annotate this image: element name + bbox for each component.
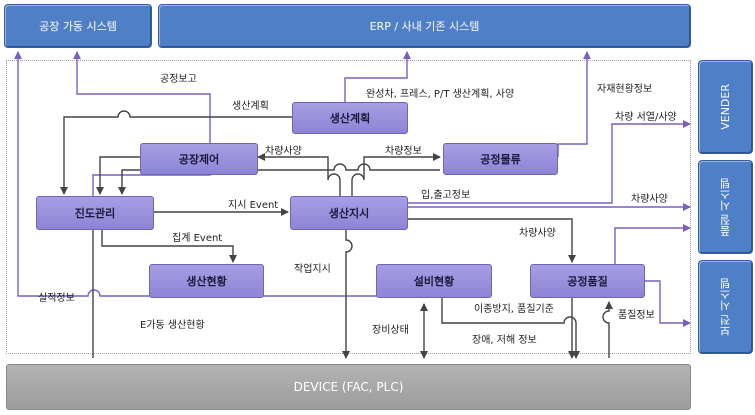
line-quality-to-quality-sys	[614, 224, 691, 266]
label-work-order: 작업지시	[294, 264, 331, 275]
line-failure-info	[441, 298, 580, 359]
line-process-report	[73, 51, 211, 212]
label-order-event: 지시 Event	[228, 200, 279, 211]
node-factory-control-label: 공장제어	[178, 153, 220, 166]
label-vehicle-serial: 차량 서열/사양	[615, 112, 677, 123]
node-equipment-status-label: 설비현황	[413, 275, 455, 288]
line-quality-info	[644, 280, 691, 327]
line-material-status	[557, 51, 591, 157]
line-vehicle-plan	[344, 51, 411, 104]
node-progress-mgmt-label: 진도관리	[74, 207, 116, 220]
line-vehicle-serial	[408, 120, 691, 204]
line-order-quality	[408, 218, 576, 263]
node-process-logistics-label: 공정물류	[480, 153, 521, 166]
label-inout-info: 입,출고정보	[421, 190, 471, 201]
line-inout-info	[118, 163, 440, 195]
label-vehicle-spec-3: 차량사양	[519, 228, 556, 239]
label-actual-info: 실적정보	[38, 293, 75, 304]
node-production-order[interactable]: 생산지시	[290, 196, 408, 230]
node-factory-control[interactable]: 공장제어	[140, 143, 258, 175]
node-production-status-label: 생산현황	[186, 275, 227, 288]
label-prevent-quality: 이종방지, 품질기준	[474, 304, 554, 315]
label-vehicle-plan: 완성차, 프레스, P/T 생산계획, 사양	[366, 89, 515, 100]
line-quality-info-device	[602, 301, 613, 358]
node-production-plan-label: 생산계획	[329, 112, 371, 125]
line-aggregate-event	[101, 230, 237, 263]
node-production-plan[interactable]: 생산계획	[292, 102, 408, 134]
label-e-operation: E가동 생산현황	[140, 320, 205, 331]
line-control-to-progress	[96, 156, 140, 195]
node-process-logistics[interactable]: 공정물류	[443, 143, 558, 175]
label-vehicle-spec-2: 차량사양	[631, 194, 668, 205]
factory-ops-system-box: 공장 가동 시스템	[4, 4, 152, 48]
line-actual-info	[14, 51, 434, 297]
line-work-order	[342, 230, 353, 359]
node-production-order-label: 생산지시	[328, 207, 370, 220]
factory-ops-system-label: 공장 가동 시스템	[39, 20, 117, 33]
erp-system-box: ERP / 사내 기존 시스템	[158, 4, 691, 48]
node-progress-mgmt[interactable]: 진도관리	[36, 196, 154, 230]
line-plan-to-progress	[60, 110, 293, 195]
label-aggregate-event: 집계 Event	[172, 233, 223, 244]
node-production-status[interactable]: 생산현황	[149, 264, 264, 298]
node-process-quality-label: 공정품질	[567, 275, 608, 288]
line-order-factory-control	[257, 153, 341, 196]
node-equipment-status[interactable]: 설비현황	[376, 264, 492, 298]
label-production-plan: 생산계획	[232, 101, 269, 112]
warranty-system-box: 보전 시스템	[698, 260, 753, 354]
label-vehicle-info: 차량정보	[385, 146, 422, 157]
quality-system-box: 품질 시스템	[698, 160, 753, 254]
device-bar: DEVICE (FAC, PLC)	[6, 364, 691, 410]
label-material-status: 자재현황정보	[597, 84, 653, 95]
label-process-report: 공정보고	[160, 74, 197, 85]
label-vehicle-spec-1: 차량사양	[265, 146, 302, 157]
erp-system-label: ERP / 사내 기존 시스템	[369, 20, 480, 33]
label-quality-info: 품질정보	[618, 310, 655, 321]
label-failure-info: 장애, 저해 정보	[472, 335, 537, 346]
label-equipment-state: 장비상태	[372, 325, 409, 336]
device-label: DEVICE (FAC, PLC)	[293, 380, 404, 394]
node-process-quality[interactable]: 공정품질	[530, 264, 645, 298]
vendor-system-box: VENDER	[698, 60, 753, 154]
line-order-logistics	[351, 153, 441, 196]
